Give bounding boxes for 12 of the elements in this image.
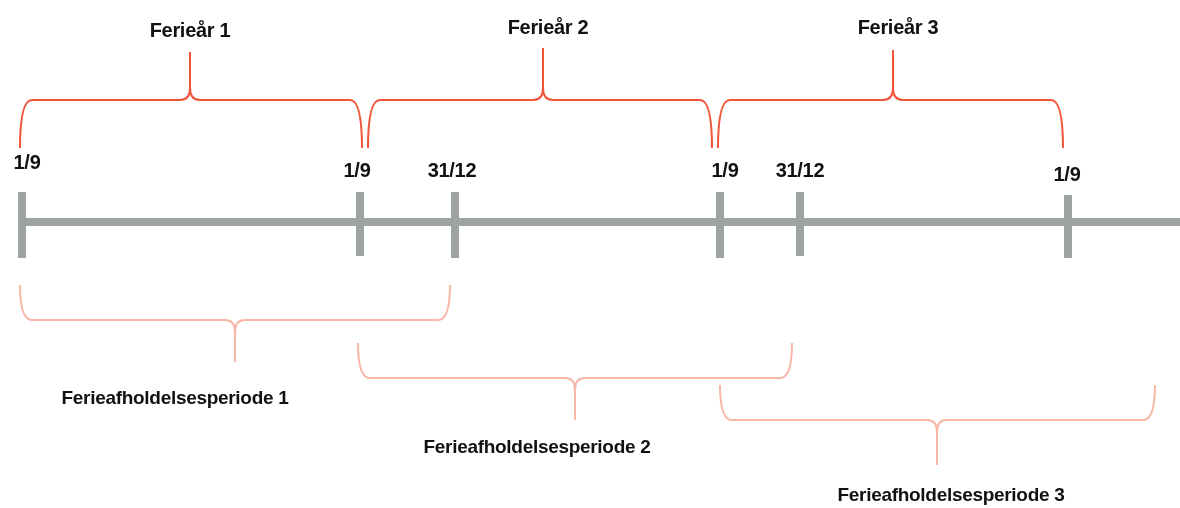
year-label: Ferieår 3	[857, 16, 939, 38]
year-label: Ferieår 1	[149, 19, 231, 41]
date-label: 1/9	[1053, 163, 1081, 185]
date-label: 31/12	[427, 159, 477, 181]
date-label: 1/9	[711, 159, 739, 181]
period-label: Ferieafholdelsesperiode 3	[837, 484, 1065, 506]
date-label: 1/9	[13, 151, 41, 173]
period-label: Ferieafholdelsesperiode 2	[423, 436, 651, 458]
year-label: Ferieår 2	[507, 16, 589, 38]
period-label: Ferieafholdelsesperiode 1	[61, 387, 289, 409]
date-label: 31/12	[775, 159, 825, 181]
date-label: 1/9	[343, 159, 371, 181]
